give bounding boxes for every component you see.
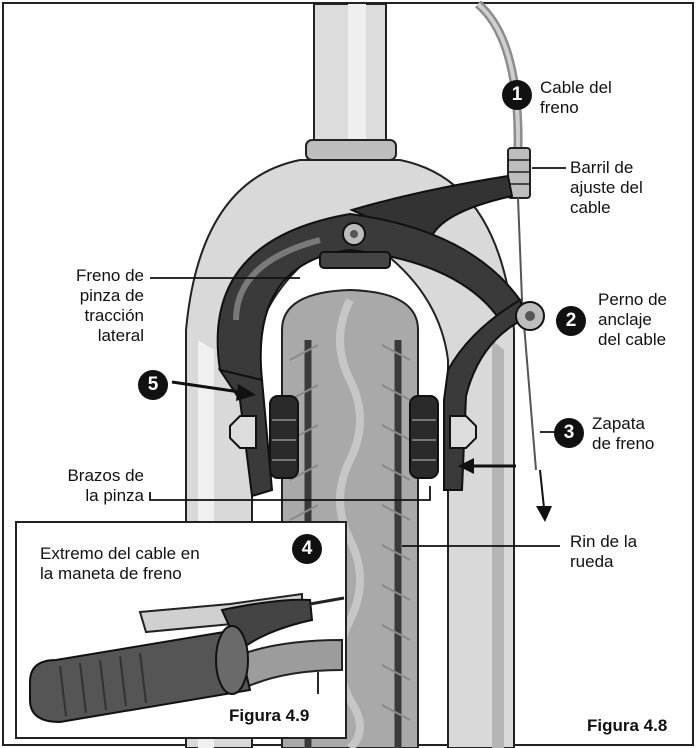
label-zapata: Zapata de freno <box>592 414 655 453</box>
label-extremo: Extremo del cable en la maneta de freno <box>40 544 200 583</box>
badge-1: 1 <box>502 80 532 110</box>
arrow-pad-left <box>171 380 241 394</box>
label-rin: Rin de la rueda <box>570 532 638 571</box>
figure-inset-caption: Figura 4.9 <box>226 706 313 726</box>
fork-leg-right-shade <box>492 340 504 748</box>
label-cable-freno: Cable del freno <box>540 78 612 117</box>
pad-bolt-right <box>449 415 477 449</box>
brake-wire <box>517 197 537 471</box>
grip-texture <box>59 652 147 717</box>
handlebar <box>226 638 343 692</box>
brake-pad-right <box>409 395 439 479</box>
label-brazos: Brazos de la pinza <box>67 466 144 505</box>
badge-5: 5 <box>138 370 168 400</box>
badge-3: 3 <box>554 418 584 448</box>
tread-wave <box>336 298 364 748</box>
label-perno: Perno de anclaje del cable <box>598 290 667 349</box>
label-barril: Barril de ajuste del cable <box>570 158 643 217</box>
lever-cable <box>309 596 345 606</box>
cable-pull-arrow <box>539 469 545 509</box>
badge-4: 4 <box>292 534 322 564</box>
badge-2: 2 <box>556 306 586 336</box>
figure-main-caption: Figura 4.8 <box>584 716 671 736</box>
pad-bolt-left <box>229 415 257 449</box>
label-freno-pinza: Freno de pinza de tracción lateral <box>75 266 144 345</box>
headset-ring <box>305 139 397 161</box>
grip-clamp <box>215 625 249 695</box>
leader-brazos <box>149 486 431 501</box>
brake-pad-left <box>269 395 299 479</box>
